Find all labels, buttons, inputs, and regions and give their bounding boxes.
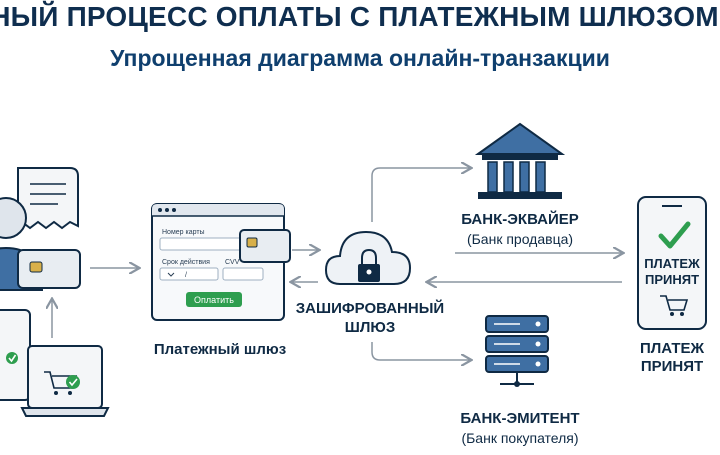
cvv-field[interactable] (222, 267, 264, 281)
page-subtitle: Упрощенная диаграмма онлайн-транзакции (110, 45, 610, 71)
page-title: БЕЗОПАСНЫЙ ПРОЦЕСС ОПЛАТЫ С ПЛАТЕЖНЫМ ШЛ… (0, 0, 720, 34)
credit-card-icon (17, 249, 81, 289)
acquirer-bank-title: БАНК-ЭКВАЙЕР (461, 211, 579, 228)
padlock-icon (358, 248, 380, 282)
checkmark-icon (658, 221, 691, 249)
confirmation-phone (637, 196, 707, 330)
acquirer-bank-subtitle: (Банк продавца) (466, 231, 574, 247)
gateway-caption: Платежный шлюз (153, 341, 287, 358)
cvv-label: CVV (225, 259, 240, 266)
phone-status-line1: ПЛАТЕЖ (644, 256, 700, 271)
arrow-cloud-to-acquirer (371, 168, 470, 222)
laptop-icon (20, 345, 110, 417)
issuer-bank-title: БАНК-ЭМИТЕНТ (460, 410, 580, 427)
receipt-icon (17, 167, 79, 230)
page-title-text: БЕЗОПАСНЫЙ ПРОЦЕСС ОПЛАТЫ С ПЛАТЕЖНЫМ ШЛ… (0, 1, 719, 32)
expiry-field[interactable] (159, 267, 219, 281)
issuer-bank-subtitle: (Банк покупателя) (461, 430, 579, 446)
pay-button[interactable] (186, 292, 242, 307)
server-icon (485, 315, 549, 387)
arrow-cloud-to-issuer (371, 342, 470, 360)
card-number-label: Номер карты (162, 229, 205, 236)
expiry-label: Срок действия (162, 258, 210, 266)
gateway-credit-card-icon (239, 229, 291, 263)
expiry-separator: / (185, 272, 187, 279)
pay-button-label: Оплатить (194, 295, 234, 305)
confirmation-caption-line2: ПРИНЯТ (640, 358, 704, 375)
shopping-cart-icon (660, 295, 689, 316)
phone-status-line2: ПРИНЯТ (645, 272, 699, 287)
tablet-icon (0, 309, 31, 401)
card-number-field[interactable] (159, 237, 245, 251)
encrypted-cloud-icon (324, 230, 412, 285)
encrypted-gateway-label-line1: ЗАШИФРОВАННЫЙ (295, 300, 445, 317)
chevron-down-icon (167, 272, 175, 277)
bank-building-icon (474, 122, 566, 199)
confirmation-caption-line1: ПЛАТЕЖ (639, 340, 705, 357)
encrypted-gateway-label-line2: ШЛЮЗ (344, 319, 396, 336)
